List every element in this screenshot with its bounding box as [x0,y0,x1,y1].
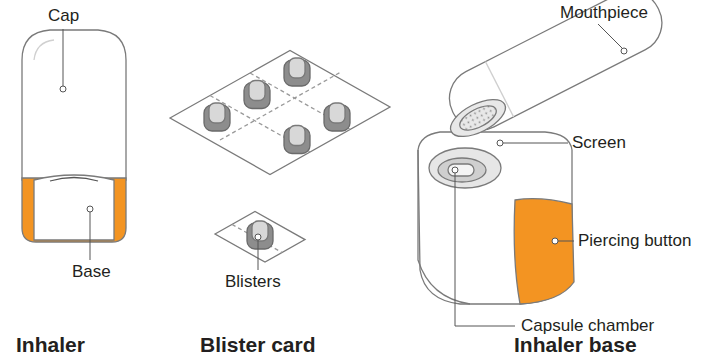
leader-lines [60,24,627,326]
part-label: Cap [48,6,79,26]
part-label: Blisters [225,272,281,292]
figure-caption: Inhaler base [514,333,637,357]
inhaler-drawing [22,30,126,242]
part-label: Mouthpiece [560,3,648,23]
part-label: Screen [572,133,626,153]
blister-card-drawing [170,51,390,263]
figure-caption: Inhaler [16,333,85,357]
inhaler-base-drawing [418,0,672,304]
figure-caption: Blister card [200,333,316,357]
part-label: Base [72,262,111,282]
part-label: Piercing button [578,231,691,251]
